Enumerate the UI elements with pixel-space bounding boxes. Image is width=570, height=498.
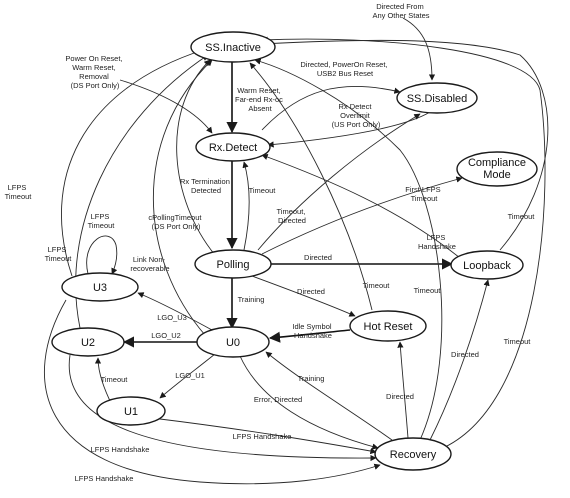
- label-timeout-loopback: Timeout: [508, 212, 536, 221]
- label-lfps-timeout-u2: LFPS Timeout: [45, 245, 73, 263]
- state-ss-inactive: SS.Inactive: [190, 31, 276, 63]
- state-polling: Polling: [194, 249, 272, 279]
- edge-labels: Directed From Any Other States Power On …: [5, 2, 536, 483]
- edge-polling-to-ssdisabled: [257, 113, 421, 251]
- state-u1: U1: [96, 396, 166, 426]
- label-power-on-reset: Power On Reset, Warm Reset, Removal (DS …: [65, 54, 124, 90]
- label-directed-recovery-hotreset: Directed: [386, 392, 414, 401]
- edge-polling-to-hotreset: [251, 275, 356, 317]
- state-recovery-label: Recovery: [390, 449, 437, 461]
- edge-u3-to-recovery: [44, 299, 381, 485]
- label-timeout-directed: Timeout, Directed: [277, 207, 308, 225]
- label-training-polling-u0: Training: [238, 295, 265, 304]
- edge-loopback-to-rxdetect: [261, 154, 461, 259]
- state-u2-label: U2: [81, 337, 95, 349]
- state-loopback-label: Loopback: [463, 260, 511, 272]
- label-lfps-timeout-u3-loop: LFPS Timeout: [88, 212, 116, 230]
- edge-u2-to-recovery: [68, 354, 377, 462]
- edge-u0-to-recovery: [239, 355, 379, 450]
- label-cpolling-timeout: cPollingTimeout (DS Port Only): [148, 213, 203, 231]
- state-compliance-mode: Compliance Mode: [456, 151, 538, 187]
- edge-hotreset-to-u0: [268, 329, 351, 343]
- label-timeout-polling-rx: Timeout: [249, 186, 277, 195]
- label-lfps-handshake-u3: LFPS Handshake: [75, 474, 134, 483]
- edge-polling-to-compliance: [261, 176, 463, 255]
- edge-u1-to-recovery: [151, 417, 377, 455]
- edge-recovery-to-hotreset: [397, 341, 409, 439]
- label-lfps-handshake-u2: LFPS Handshake: [91, 445, 150, 454]
- label-timeout-recovery-right: Timeout: [504, 337, 532, 346]
- edges: [44, 17, 549, 485]
- state-u2: U2: [51, 327, 125, 357]
- edge-loopback-to-ssinactive: [261, 39, 549, 251]
- state-u0: U0: [196, 326, 270, 358]
- state-compliance-mode-label-2: Mode: [483, 169, 511, 181]
- label-link-nonrecoverable: Link Non- recoverable: [130, 255, 169, 273]
- label-first-lfps-timeout: First LFPS Timeout: [405, 185, 443, 203]
- state-rx-detect-label: Rx.Detect: [209, 142, 257, 154]
- label-directed-polling-loopback: Directed: [304, 253, 332, 262]
- state-ss-inactive-label: SS.Inactive: [205, 42, 261, 54]
- edge-any-to-ssdisabled: [402, 17, 436, 81]
- label-timeout-hotreset: Timeout: [363, 281, 391, 290]
- nodes: SS.Inactive SS.Disabled Rx.Detect Compli…: [51, 31, 538, 471]
- edge-u3-selfloop: [86, 235, 118, 275]
- label-directed-poweron-usb2: Directed, PowerOn Reset, USB2 Bus Reset: [300, 60, 389, 78]
- label-directed-from-any: Directed From Any Other States: [372, 2, 429, 20]
- label-lgo-u1: LGO_U1: [175, 371, 205, 380]
- label-timeout-u1-u2: Timeout: [101, 375, 129, 384]
- label-lfps-timeout-left: LFPS Timeout: [5, 183, 33, 201]
- state-ss-disabled-label: SS.Disabled: [407, 93, 468, 105]
- label-warm-reset-far-end: Warm Reset, Far-end Rx-oc Absent: [235, 86, 285, 113]
- edge-recovery-to-loopback: [429, 279, 490, 441]
- state-compliance-mode-label-1: Compliance: [468, 157, 526, 169]
- label-idle-symbol: Idle Symbol Handshake: [292, 322, 333, 340]
- label-error-directed: Error, Directed: [254, 395, 302, 404]
- state-u1-label: U1: [124, 406, 138, 418]
- state-hot-reset: Hot Reset: [349, 310, 427, 342]
- edge-u0-to-ssinactive: [153, 59, 213, 336]
- state-ss-disabled: SS.Disabled: [396, 82, 478, 114]
- edge-recovery-to-u0: [265, 351, 393, 441]
- label-directed-polling-hotreset: Directed: [297, 287, 325, 296]
- state-recovery: Recovery: [374, 437, 452, 471]
- state-loopback: Loopback: [450, 250, 524, 280]
- edge-recovery-to-ssinactive-mid: [254, 58, 443, 441]
- label-lfps-handshake-loopback: LFPS Handshake: [418, 233, 456, 251]
- edge-u0-to-u1: [159, 353, 216, 399]
- edge-u3-to-ssinactive: [61, 48, 204, 277]
- label-training-recovery-u0: Training: [298, 374, 325, 383]
- label-timeout-recovery-inactive: Timeout: [414, 286, 442, 295]
- edge-recovery-to-ssinactive-outer: [261, 36, 546, 448]
- state-polling-label: Polling: [216, 259, 249, 271]
- edge-u0-to-u3: [137, 292, 213, 331]
- edge-polling-to-rxdetect: [242, 161, 250, 251]
- state-rx-detect: Rx.Detect: [195, 132, 271, 162]
- label-rx-termination: Rx Termination Detected: [180, 177, 232, 195]
- label-rx-detect-overlimit: Rx Detect Overlimit (US Port Only): [332, 102, 381, 129]
- label-lfps-handshake-u1: LFPS Handshake: [233, 432, 292, 441]
- label-lgo-u2: LGO_U2: [151, 331, 181, 340]
- state-u3-label: U3: [93, 282, 107, 294]
- state-hot-reset-label: Hot Reset: [364, 321, 413, 333]
- state-u3: U3: [61, 272, 139, 302]
- label-directed-recovery-loopback: Directed: [451, 350, 479, 359]
- edge-hotreset-to-ssinactive: [249, 62, 373, 311]
- state-u0-label: U0: [226, 337, 240, 349]
- label-lgo-u3: LGO_U3: [157, 313, 187, 322]
